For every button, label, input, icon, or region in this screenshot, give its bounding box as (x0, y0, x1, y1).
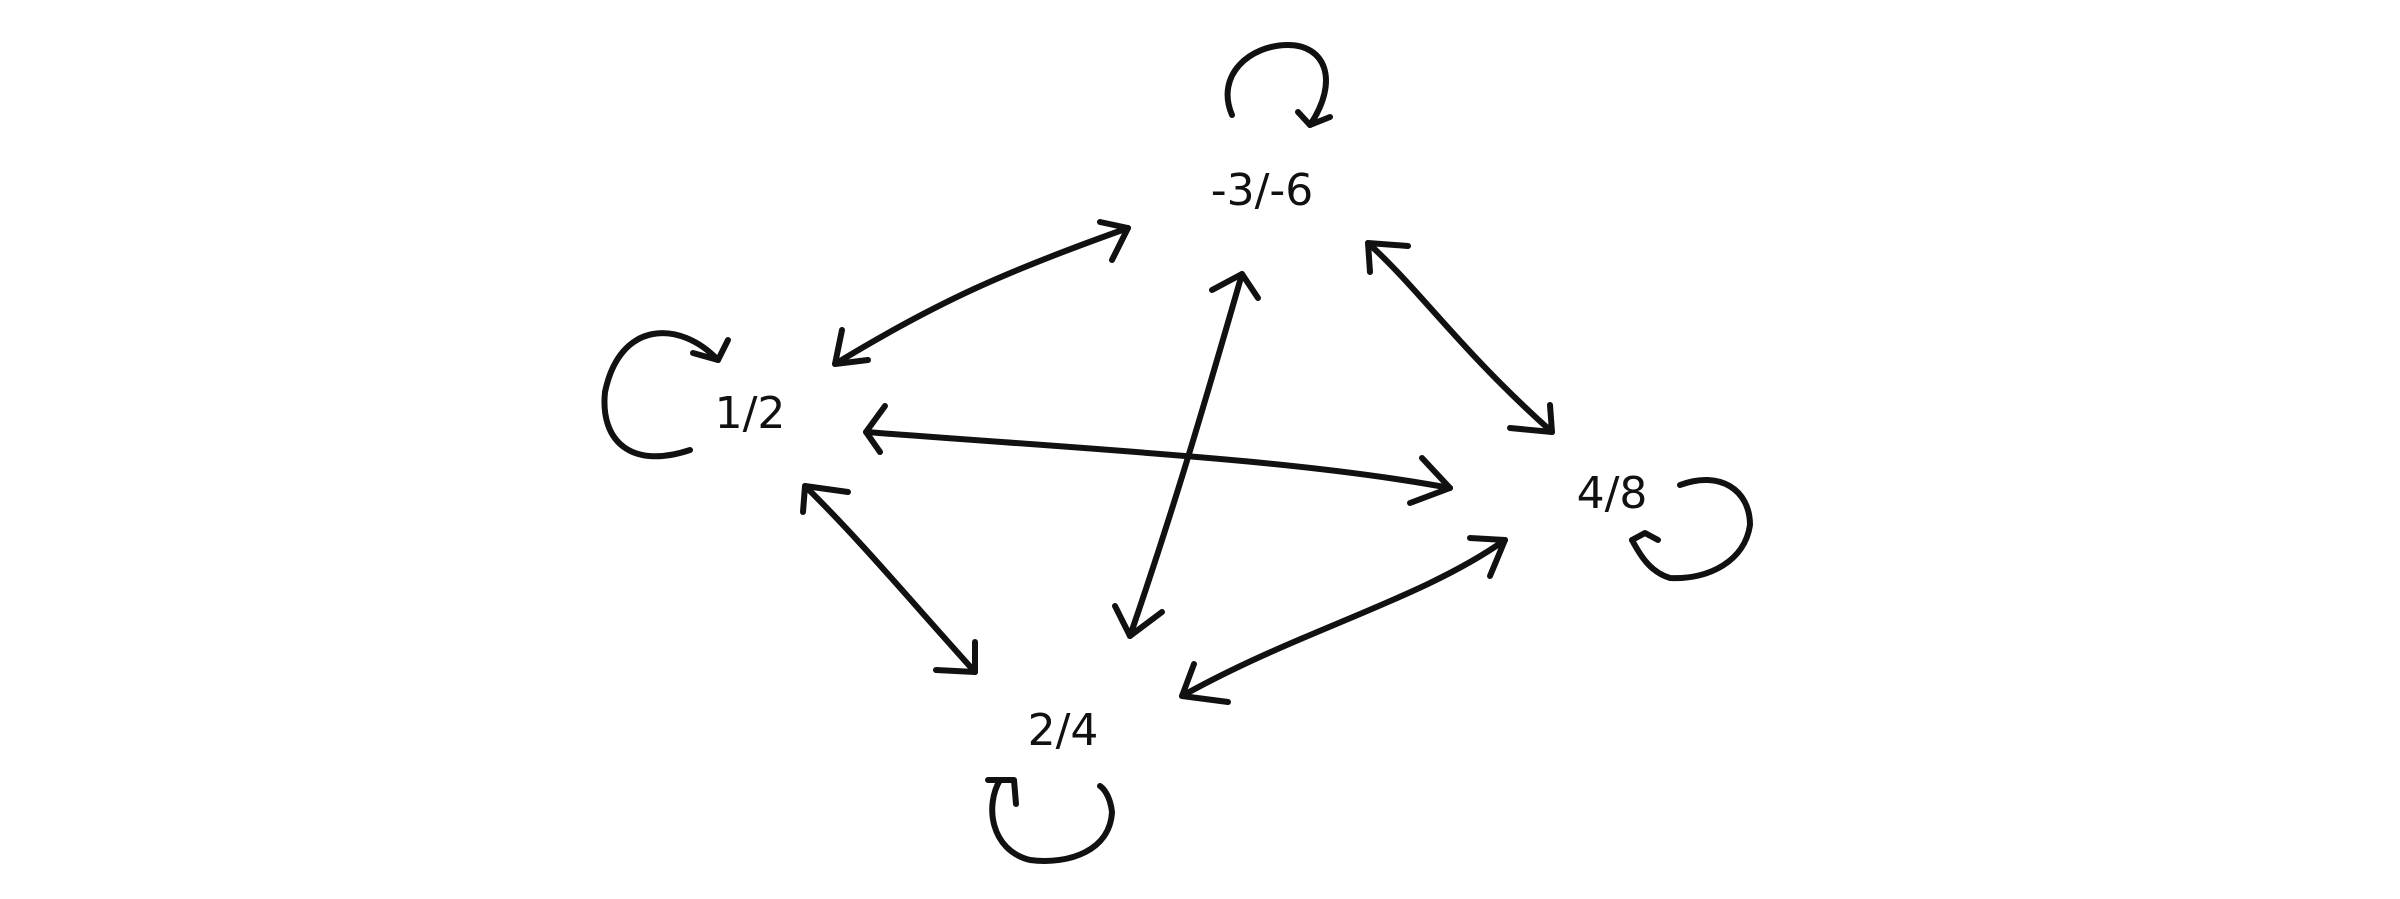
edge-neg3-to-4 (1365, 240, 1555, 435)
edge-2-to-4 (1179, 535, 1508, 705)
edge-neg3-to-1 (832, 219, 1131, 367)
node-label-4-8: 4/8 (1577, 468, 1648, 519)
node-label-neg3-neg6: -3/-6 (1211, 165, 1314, 216)
edge-1-to-2 (800, 483, 978, 675)
self-loop-1 (601, 330, 731, 460)
edge-neg3-to-2 (1112, 271, 1261, 639)
self-loop-4 (1629, 477, 1753, 582)
self-loop-neg3 (1224, 42, 1333, 128)
node-label-2-4: 2/4 (1028, 705, 1099, 756)
edge-1-to-4 (863, 403, 1453, 506)
node-label-1-2: 1/2 (715, 388, 786, 439)
self-loop-2 (985, 777, 1115, 864)
